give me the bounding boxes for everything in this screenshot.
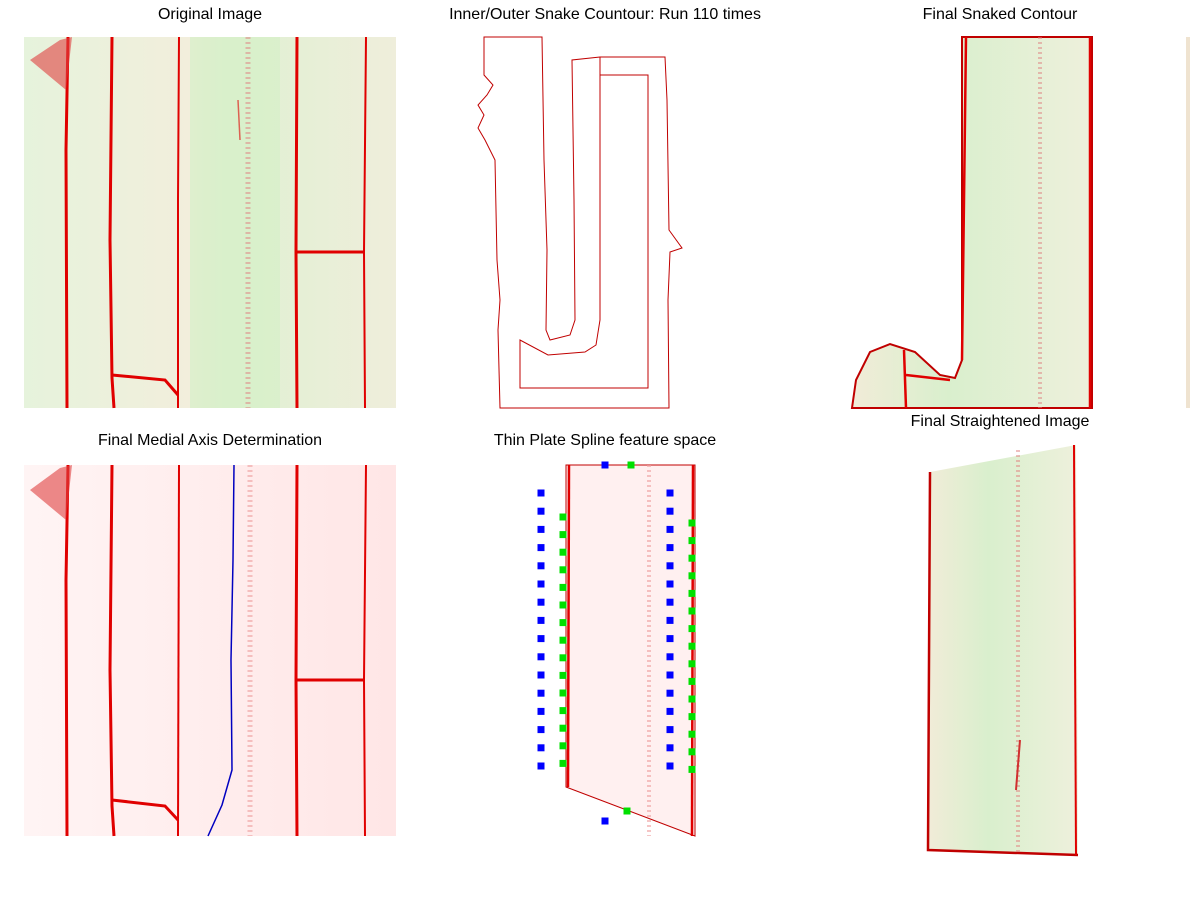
tps-target-point	[559, 636, 567, 644]
tps-target-point	[559, 724, 567, 732]
tps-source-point	[537, 562, 545, 570]
tps-target-point	[559, 531, 567, 539]
tps-source-point	[666, 598, 674, 606]
tps-source-point	[537, 744, 545, 752]
tps-source-point	[537, 507, 545, 515]
final-snaked-contour	[850, 36, 1093, 409]
tps-target-point	[688, 607, 696, 615]
tps-source-point	[601, 461, 609, 469]
tps-target-point	[559, 548, 567, 556]
tps-source-point	[666, 544, 674, 552]
tps-target-point	[559, 619, 567, 627]
tps-source-point	[666, 762, 674, 770]
tps-target-point	[688, 677, 696, 685]
tps-source-point	[666, 580, 674, 588]
panel-title-snake-contour: Inner/Outer Snake Countour: Run 110 time…	[449, 6, 761, 23]
tps-source-point	[601, 817, 609, 825]
tps-source-point	[666, 562, 674, 570]
tps-target-point	[559, 566, 567, 574]
tps-source-point	[537, 544, 545, 552]
tps-source-point	[537, 616, 545, 624]
tps-target-point	[688, 730, 696, 738]
tps-source-point	[666, 671, 674, 679]
tps-source-point	[666, 653, 674, 661]
straightened-image	[926, 444, 1079, 857]
tps-source-point	[537, 653, 545, 661]
tps-target-point	[688, 765, 696, 773]
medial-axis-line	[207, 464, 235, 837]
panel-title-original: Original Image	[157, 6, 263, 23]
panel-title-straightened: Final Straightened Image	[910, 413, 1090, 430]
tps-source-point	[537, 525, 545, 533]
tps-source-point	[666, 726, 674, 734]
tps-target-point	[559, 513, 567, 521]
tps-target-point	[688, 713, 696, 721]
panel-title-final-snaked: Final Snaked Contour	[922, 6, 1078, 23]
tps-source-point	[666, 635, 674, 643]
partial-next-panel	[1186, 37, 1190, 408]
tps-target-point	[559, 671, 567, 679]
panel-title-medial-axis: Final Medial Axis Determination	[97, 432, 323, 449]
tps-source-point	[537, 689, 545, 697]
tps-target-point	[688, 537, 696, 545]
tps-source-point	[537, 580, 545, 588]
snake-contour	[477, 36, 683, 409]
tps-source-point	[537, 726, 545, 734]
tps-source-point	[666, 489, 674, 497]
tps-target-point	[559, 689, 567, 697]
tps-target-point	[559, 707, 567, 715]
tps-target-point	[688, 572, 696, 580]
tps-target-point	[559, 654, 567, 662]
tps-target-point	[688, 748, 696, 756]
tps-target-point	[623, 807, 631, 815]
tps-target-point	[688, 642, 696, 650]
panel-title-tps: Thin Plate Spline feature space	[493, 432, 717, 449]
tps-target-point	[627, 461, 635, 469]
tps-target-point	[559, 583, 567, 591]
tps-source-point	[537, 598, 545, 606]
tps-target-point	[688, 554, 696, 562]
tps-target-point	[688, 589, 696, 597]
tps-source-point	[537, 489, 545, 497]
tps-feature-space	[537, 461, 696, 837]
tps-target-point	[688, 660, 696, 668]
tps-source-point	[666, 616, 674, 624]
original-image	[24, 36, 396, 409]
tps-target-point	[559, 601, 567, 609]
tps-source-point	[537, 707, 545, 715]
tps-source-point	[666, 744, 674, 752]
tps-target-point	[688, 695, 696, 703]
tps-source-point	[666, 507, 674, 515]
tps-target-point	[559, 759, 567, 767]
medial-axis-image	[24, 464, 396, 837]
tps-target-point	[559, 742, 567, 750]
tps-source-point	[537, 671, 545, 679]
tps-source-point	[666, 707, 674, 715]
tps-target-point	[688, 519, 696, 527]
tps-source-point	[537, 635, 545, 643]
tps-target-point	[688, 625, 696, 633]
tps-source-point	[537, 762, 545, 770]
tps-source-point	[666, 689, 674, 697]
tps-source-point	[666, 525, 674, 533]
